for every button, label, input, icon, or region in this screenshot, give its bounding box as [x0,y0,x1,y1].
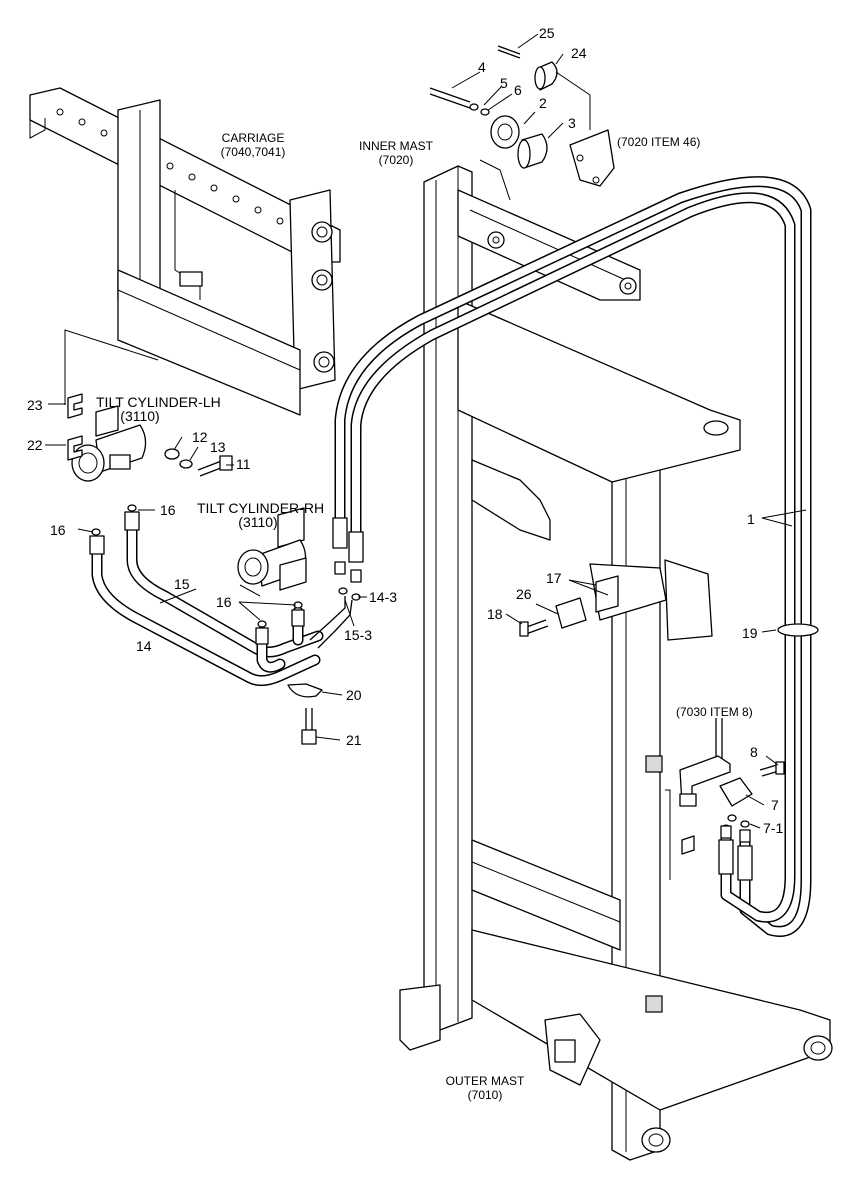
callout-15-3: 15-3 [344,627,372,643]
callout-23: 23 [27,397,43,413]
inner-mast-label: INNER MAST [359,139,434,153]
callout-16b: 16 [50,522,66,538]
callout-4: 4 [478,59,486,75]
bracket-23 [67,393,83,419]
callout-leaders [45,33,807,829]
roller-plate: (7020 ITEM 46) [429,45,700,187]
fitting-7030: (7030 ITEM 8) [665,705,785,880]
tilt-cylinder-lh-label: TILT CYLINDER-LH [96,394,221,410]
carriage-label: CARRIAGE [222,131,285,145]
tilt-tubes [89,504,361,687]
callout-12: 12 [192,429,208,445]
inner-mast-code: (7020) [379,153,414,167]
callout-6: 6 [514,82,522,98]
carriage-assembly: CARRIAGE (7040,7041) [29,87,341,416]
callout-21: 21 [346,732,362,748]
callout-16c: 16 [216,594,232,610]
callout-5: 5 [500,75,508,91]
tilt-cylinder-rh-label: TILT CYLINDER-RH [197,500,324,516]
callout-1: 1 [747,511,755,527]
ref-7020-item46: (7020 ITEM 46) [617,135,700,149]
mast-assembly: INNER MAST (7020) OUTER MAST (7010) [359,139,833,1161]
callout-11: 11 [236,456,251,472]
carriage-code: (7040,7041) [221,145,286,159]
outer-mast-label: OUTER MAST [446,1074,525,1088]
callout-8: 8 [750,744,758,760]
bracket-17 [595,575,619,613]
callout-13: 13 [210,439,226,455]
outer-mast-code: (7010) [468,1088,503,1102]
callout-14: 14 [136,638,152,654]
callout-16a: 16 [160,502,176,518]
callout-7-1: 7-1 [763,820,783,836]
bracket-22 [67,435,83,461]
callout-15: 15 [174,576,190,592]
callout-3: 3 [568,115,576,131]
callout-25: 25 [539,25,555,41]
ref-7030-item8: (7030 ITEM 8) [676,705,753,719]
callout-7: 7 [771,797,779,813]
bolt-18 [519,619,549,637]
clamp-20 [287,683,323,698]
bolt-11 [197,455,233,477]
hose-1 [332,176,812,937]
fitting-8 [759,761,785,777]
callout-22: 22 [27,437,43,453]
callout-19: 19 [742,625,758,641]
tilt-cylinder-rh-code: (3110) [238,514,277,530]
tilt-cylinder-lh-code: (3110) [120,408,159,424]
callout-20: 20 [346,687,362,703]
plate-26 [555,597,587,629]
clamp-19 [777,623,819,637]
callout-numbers: 1 2 3 4 5 6 7 7-1 8 11 12 13 14 14-3 15 … [27,25,783,836]
callout-17: 17 [546,570,562,586]
callout-24: 24 [571,45,587,61]
bolt-21 [301,708,317,745]
callout-14-3: 14-3 [369,589,397,605]
callout-18: 18 [487,606,503,622]
tilt-cylinder-rh: TILT CYLINDER-RH (3110) [197,500,324,591]
callout-26: 26 [516,586,532,602]
callout-2: 2 [539,95,547,111]
